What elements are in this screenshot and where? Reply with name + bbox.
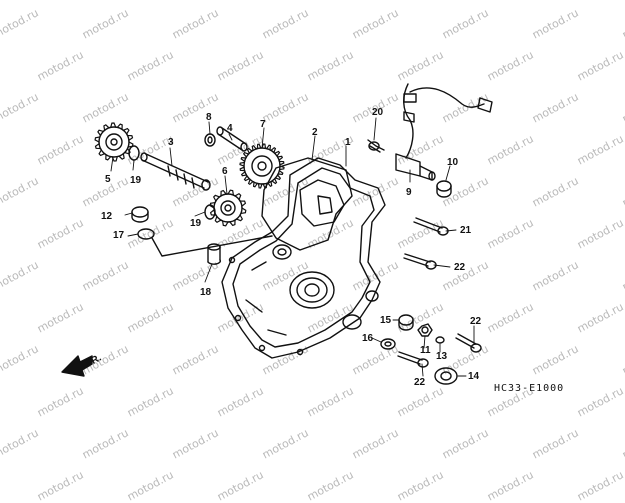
watermark-text: motod.ru (575, 468, 625, 503)
callout-label: 17 (113, 230, 125, 241)
dowel-pin (207, 243, 221, 265)
bolt-22-bottom (397, 351, 429, 368)
bolt-21 (413, 217, 449, 236)
cap-nut (398, 314, 414, 331)
washer-upper (128, 145, 140, 161)
callout-label: 18 (200, 287, 212, 298)
idle-gear (213, 193, 243, 223)
nut (417, 323, 433, 337)
parts-diagram: motod.ru motod.ru motod.ru motod.ru motod.ru… (0, 6, 625, 503)
watermark-text: motod.ru (395, 468, 446, 503)
callout-label: 8 (206, 112, 212, 123)
bolt-22-middle (403, 253, 437, 270)
collar (204, 133, 216, 147)
crankcase-cover (221, 157, 386, 359)
callout-label: 14 (468, 371, 480, 382)
watermark-text: motod.ru (215, 468, 266, 503)
watermark-text: motod.ru (305, 468, 356, 503)
callout-label: 22 (414, 377, 426, 388)
callout-label: 3 (168, 137, 174, 148)
diagram-code: HC33-E1000 (494, 383, 565, 394)
o-ring-leader (151, 235, 273, 257)
leader-lines (110, 117, 475, 377)
callout-label: 6 (222, 166, 228, 177)
shaft (216, 126, 248, 152)
watermark-text: motod.ru (35, 468, 86, 503)
callout-label: 19 (190, 218, 202, 229)
callout-label: 12 (101, 211, 113, 222)
callout-label: 21 (460, 225, 472, 236)
exploded-view-drawing (61, 83, 493, 385)
switch-cap (436, 180, 452, 198)
neutral-switch (395, 83, 493, 181)
callout-label: 19 (130, 175, 142, 186)
callout-label: 15 (380, 315, 392, 326)
bolt-22-right (455, 333, 482, 353)
callout-label: 5 (105, 174, 111, 185)
driven-gear-teeth (239, 143, 285, 189)
callout-label: 13 (436, 351, 448, 362)
callout-label: 7 (260, 119, 266, 130)
oil-seal-large (434, 367, 458, 385)
front-direction-arrow (61, 355, 93, 377)
callout-label: 20 (372, 107, 384, 118)
gasket (261, 157, 353, 251)
callout-label: 11 (420, 345, 431, 356)
oil-seal-small (380, 338, 396, 350)
callout-label: 2 (312, 127, 318, 138)
bolt-20 (367, 139, 385, 153)
callout-label: 22 (470, 316, 482, 327)
kick-starter-spindle (140, 152, 211, 191)
washer-13 (435, 336, 445, 344)
callout-label: 16 (362, 333, 374, 344)
oil-filler-cap (131, 206, 149, 223)
callout-label: 4 (227, 123, 233, 134)
watermark-text: motod.ru (125, 468, 176, 503)
callout-label: 10 (447, 157, 459, 168)
callout-label: 22 (454, 262, 466, 273)
idle-gear-teeth (209, 189, 247, 227)
callout-label: 1 (345, 137, 351, 148)
sprocket-gear-teeth (94, 122, 134, 162)
callout-label: 9 (406, 187, 412, 198)
watermark-text: motod.ru (485, 468, 536, 503)
